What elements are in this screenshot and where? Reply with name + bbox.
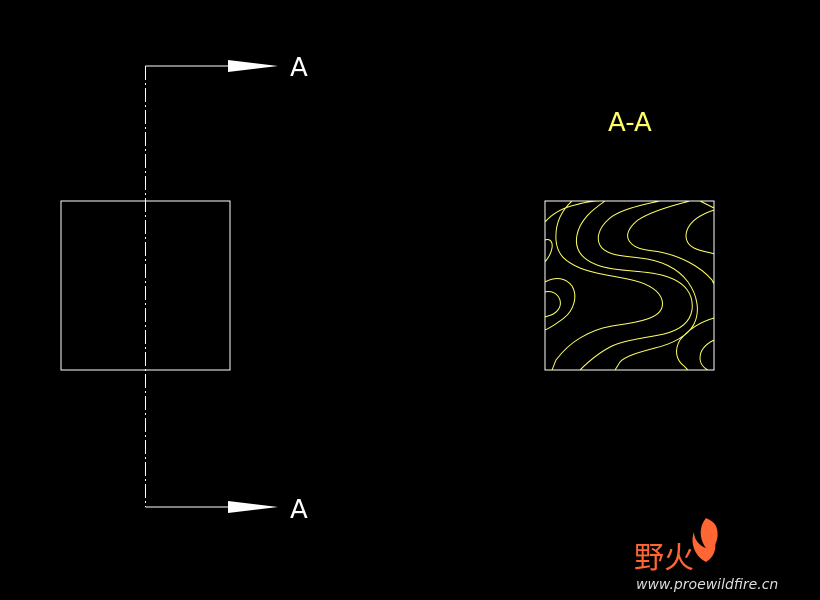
section-contour-9 [676, 317, 715, 371]
section-label-bottom: A [290, 495, 308, 525]
section-contour-3 [575, 200, 693, 371]
watermark-logo-text: 野火 [634, 541, 694, 576]
section-contour-6 [685, 209, 715, 255]
section-view-title: A-A [608, 108, 652, 138]
section-view [544, 200, 715, 371]
section-contour-1 [544, 200, 601, 223]
section-contour-11 [699, 200, 715, 209]
section-contour-12 [544, 239, 553, 263]
section-contour-2 [551, 200, 663, 371]
section-arrow-bottom-head [228, 501, 278, 513]
section-contour-10 [699, 339, 715, 371]
section-arrow-top-head [228, 60, 278, 72]
flame-icon [692, 518, 718, 562]
section-contour-4 [597, 200, 698, 371]
section-contour-5 [627, 200, 715, 285]
watermark: 野火 www.proewildfire.cn [634, 518, 778, 593]
section-label-top: A [290, 53, 308, 83]
section-view-square [544, 200, 715, 371]
watermark-url: www.proewildfire.cn [636, 577, 778, 593]
section-contour-7 [544, 278, 576, 331]
section-contour-8 [544, 291, 561, 318]
